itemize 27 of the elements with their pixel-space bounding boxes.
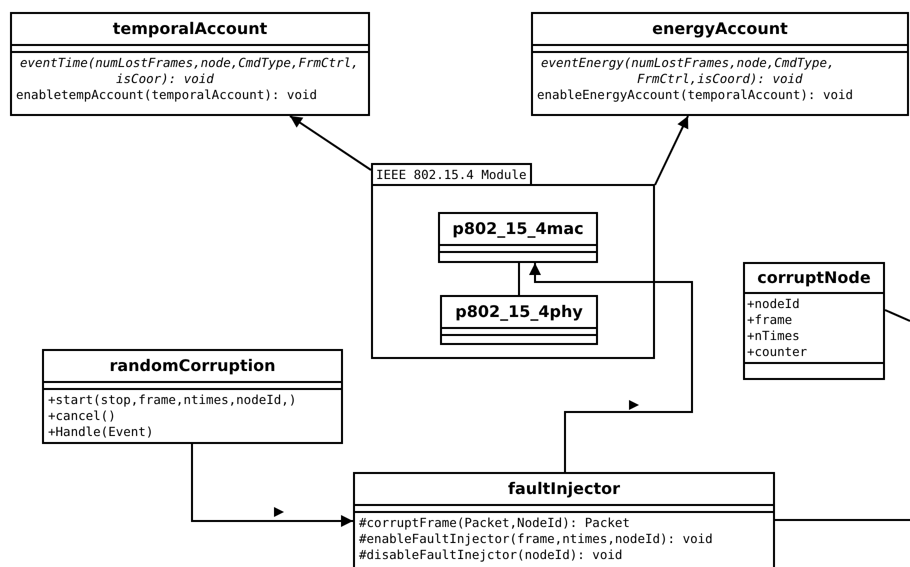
class-name: energyAccount — [652, 18, 788, 40]
method-signature: #disableFaultInejctor(nodeId): void — [359, 547, 624, 563]
class-box — [440, 295, 598, 345]
attribute-name: +nTimes — [747, 328, 801, 344]
class-name: p802_15_4mac — [452, 218, 584, 240]
class-name: faultInjector — [508, 478, 620, 500]
method-signature: enableEnergyAccount(temporalAccount): void — [537, 87, 854, 103]
attribute-name: +nodeId — [747, 296, 801, 312]
method-signature: +start(stop,frame,ntimes,nodeId,) — [48, 392, 298, 408]
class-name: randomCorruption — [109, 355, 276, 377]
attribute-name: +frame — [747, 312, 794, 328]
class-box — [531, 12, 909, 116]
method-signature: #corruptFrame(Packet,NodeId): Packet — [359, 515, 631, 531]
class-name: temporalAccount — [112, 18, 268, 40]
class-box — [743, 262, 885, 380]
class-box — [42, 349, 343, 444]
class-box — [353, 472, 775, 567]
method-signature: +cancel() — [48, 408, 117, 424]
package-tab: IEEE 802.15.4 Module — [371, 163, 532, 186]
class-box — [438, 212, 598, 263]
method-signature: enabletempAccount(temporalAccount): void — [16, 87, 318, 103]
method-signature: +Handle(Event) — [48, 424, 154, 440]
class-box — [10, 12, 370, 116]
method-signature: #enableFaultInjector(frame,ntimes,nodeId): void — [359, 531, 714, 547]
class-name: corruptNode — [757, 267, 871, 289]
class-name: p802_15_4phy — [455, 301, 583, 323]
attribute-name: +counter — [747, 344, 808, 360]
